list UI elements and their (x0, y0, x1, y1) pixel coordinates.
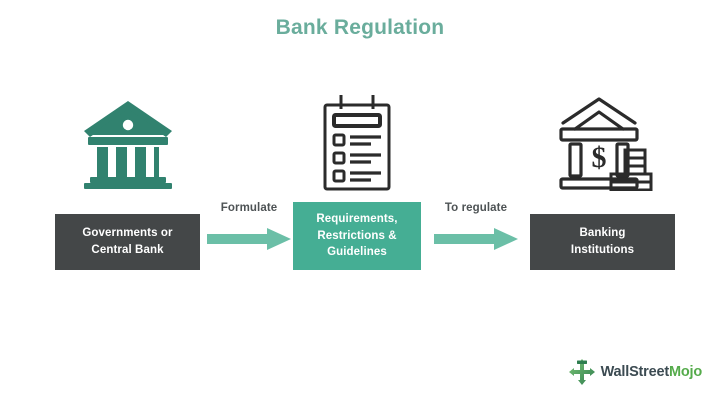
connector-to-regulate: To regulate (430, 202, 522, 260)
connector-label-formulate: Formulate (220, 202, 278, 214)
wallstreetmojo-mark-icon (568, 359, 595, 385)
clipboard-checklist-icon (293, 90, 421, 195)
node-label-requirements-restrictions-guidelines: Requirements, Restrictions & Guidelines (293, 202, 421, 270)
page-title: Bank Regulation (275, 16, 445, 39)
svg-text:$: $ (591, 141, 606, 174)
connector-label-to-regulate: To regulate (444, 202, 508, 214)
node-label-governments-or-central-bank: Governments or Central Bank (55, 214, 200, 270)
flow-diagram: Governments or Central Bank Formulate (55, 90, 675, 270)
logo-text-primary: WallStreet (600, 364, 670, 380)
wallstreetmojo-wordmark: WallStreetMojo (600, 364, 703, 380)
arrow-right-icon (432, 226, 520, 252)
connector-formulate: Formulate (203, 202, 295, 260)
bank-building-icon (55, 90, 200, 195)
bank-with-dollar-coins-icon: $ (530, 90, 675, 195)
node-label-text: Requirements, Restrictions & Guidelines (316, 212, 398, 259)
node-label-text: Banking Institutions (570, 227, 635, 256)
node-label-text: Governments or Central Bank (82, 227, 173, 256)
flow-stage-banking-institutions: $ Banking Institutions (530, 90, 675, 270)
flow-stage-governments-or-central-bank: Governments or Central Bank (55, 90, 200, 270)
node-label-banking-institutions: Banking Institutions (530, 214, 675, 270)
flow-stage-requirements-restrictions-guidelines: Requirements, Restrictions & Guidelines (293, 90, 421, 270)
arrow-right-icon (205, 226, 293, 252)
logo-text-accent: Mojo (668, 364, 702, 380)
wallstreetmojo-logo: WallStreetMojo (568, 359, 703, 385)
